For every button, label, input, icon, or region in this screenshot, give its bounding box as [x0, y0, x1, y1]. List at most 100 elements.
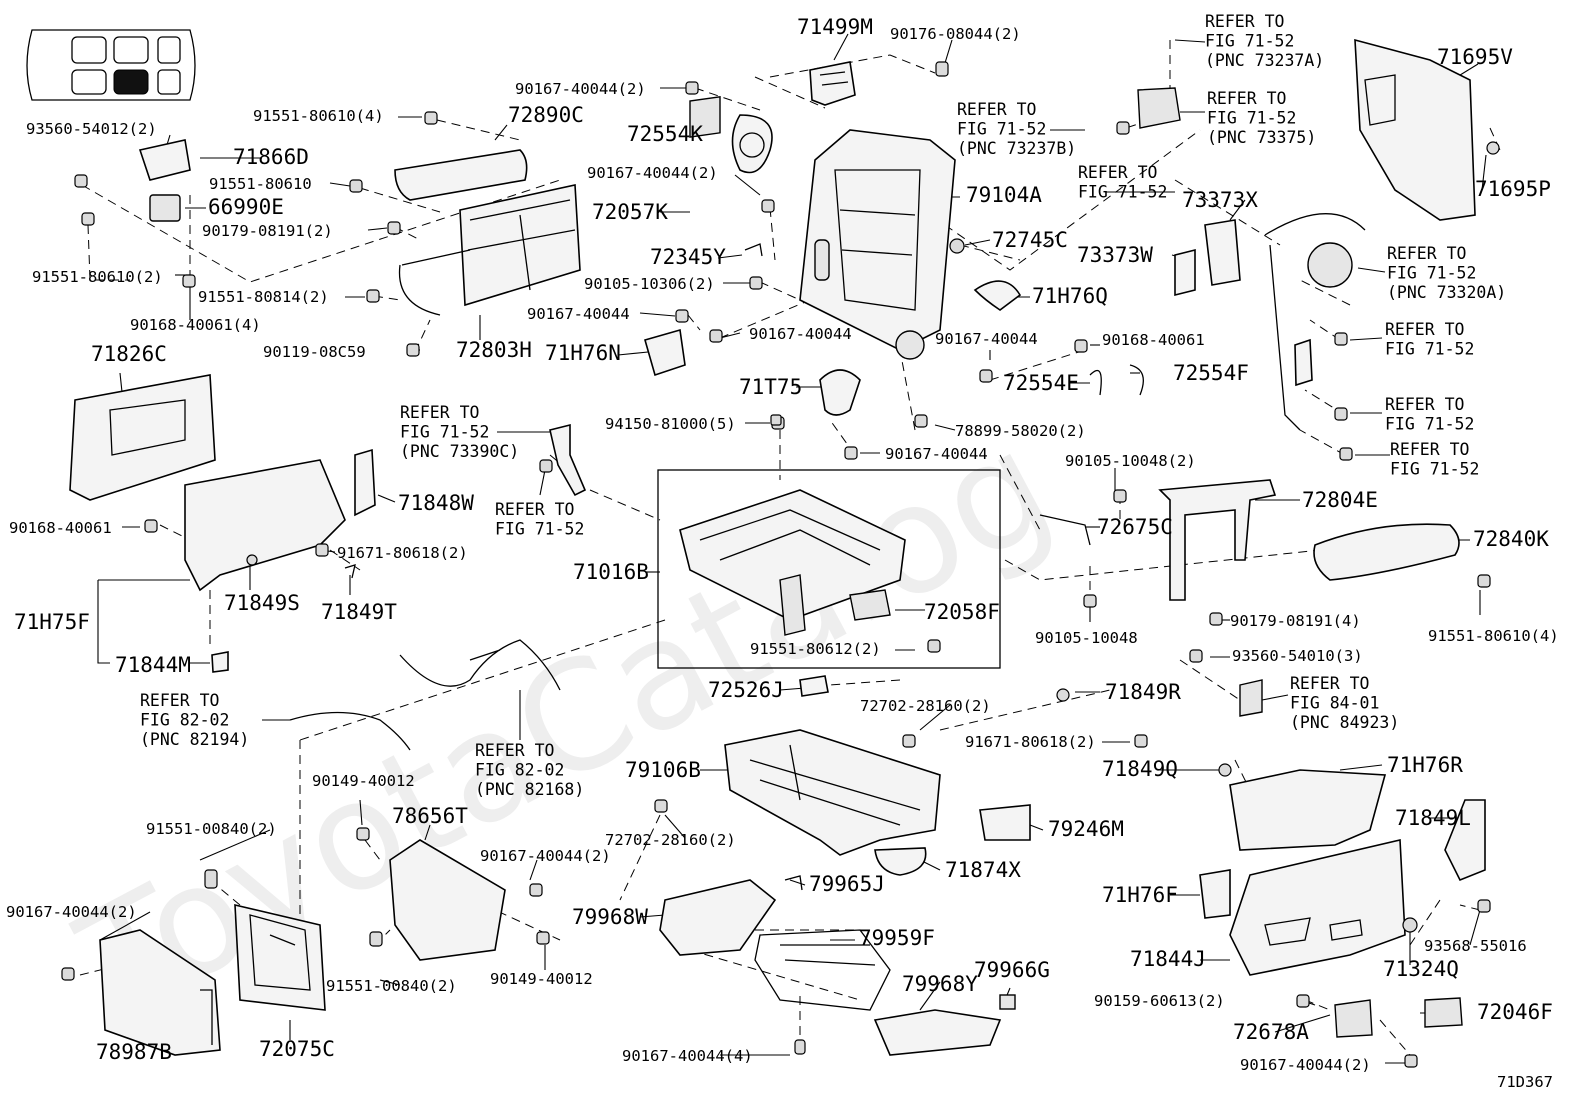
part-label-90149-40012-b: 90149-40012 [490, 970, 593, 988]
part-label-93560-54010(3): 93560-54010(3) [1232, 647, 1363, 665]
part-label-79966g: 79966G [974, 958, 1050, 982]
part-label-90167-40044-a: 90167-40044 [527, 305, 630, 323]
part-label-90167-40044(2)-a: 90167-40044(2) [515, 80, 646, 98]
part-label-71844j: 71844J [1130, 947, 1206, 971]
part-label-90176-08044(2): 90176-08044(2) [890, 25, 1021, 43]
part-label-71695v: 71695V [1437, 45, 1513, 69]
part-label-72526j: 72526J [708, 678, 784, 702]
part-label-90167-40044-d: 90167-40044 [885, 445, 988, 463]
part-label-90159-60613(2): 90159-60613(2) [1094, 992, 1225, 1010]
part-label-79106b: 79106B [625, 758, 701, 782]
part-label-72804e: 72804E [1302, 488, 1378, 512]
part-label-79968y: 79968Y [902, 972, 978, 996]
part-label-90179-08191(2): 90179-08191(2) [202, 222, 333, 240]
part-label-71h75f: 71H75F [14, 610, 90, 634]
part-label-79968w: 79968W [572, 905, 648, 929]
part-label-71499m: 71499M [797, 15, 873, 39]
part-label-91551-80814(2): 91551-80814(2) [198, 288, 329, 306]
part-label-78987b: 78987B [96, 1040, 172, 1064]
part-label-71h76q: 71H76Q [1032, 284, 1108, 308]
part-label-91671-80618(2)-a: 91671-80618(2) [337, 544, 468, 562]
figure-code: 71D367 [1497, 1073, 1553, 1091]
part-label-91551-80610(4)-b: 91551-80610(4) [1428, 627, 1559, 645]
part-label-72678a: 72678A [1233, 1020, 1309, 1044]
part-label-71h76r: 71H76R [1387, 753, 1463, 777]
part-label-72675c: 72675C [1097, 515, 1173, 539]
part-label-90167-40044(2)-e: 90167-40044(2) [1240, 1056, 1371, 1074]
part-label-71h76n: 71H76N [545, 341, 621, 365]
part-label-71t75: 71T75 [739, 375, 802, 399]
part-label-79104a: 79104A [966, 183, 1042, 207]
part-label-71016b: 71016B [573, 560, 649, 584]
part-label-72554e: 72554E [1003, 371, 1079, 395]
part-label-72058f: 72058F [924, 600, 1000, 624]
part-label-90168-40061(4): 90168-40061(4) [130, 316, 261, 334]
part-label-66990e: 66990E [208, 195, 284, 219]
part-label-91551-00840(2)-b: 91551-00840(2) [326, 977, 457, 995]
part-label-78656t: 78656T [392, 804, 468, 828]
part-label-79965j: 79965J [809, 872, 885, 896]
part-label-71h76f: 71H76F [1102, 883, 1178, 907]
part-label-90168-40061-b: 90168-40061 [9, 519, 112, 537]
part-label-72046f: 72046F [1477, 1000, 1553, 1024]
part-label-93568-55016: 93568-55016 [1424, 937, 1527, 955]
part-label-71849s: 71849S [224, 591, 300, 615]
part-label-79959f: 79959F [859, 926, 935, 950]
seat-locator-icon [26, 29, 196, 101]
part-label-72745c: 72745C [992, 228, 1068, 252]
part-label-71874x: 71874X [945, 858, 1021, 882]
part-label-90105-10306(2): 90105-10306(2) [584, 275, 715, 293]
part-label-72803h: 72803H [456, 338, 532, 362]
part-label-72075c: 72075C [259, 1037, 335, 1061]
part-label-90179-08191(4): 90179-08191(4) [1230, 612, 1361, 630]
part-label-72890c: 72890C [508, 103, 584, 127]
part-label-93560-54012(2): 93560-54012(2) [26, 120, 157, 138]
part-label-79246m: 79246M [1048, 817, 1124, 841]
part-label-90119-08c59: 90119-08C59 [263, 343, 366, 361]
part-label-71849r: 71849R [1105, 680, 1181, 704]
part-label-91671-80618(2)-b: 91671-80618(2) [965, 733, 1096, 751]
part-label-91551-80612(2): 91551-80612(2) [750, 640, 881, 658]
part-label-90167-40044-b: 90167-40044 [749, 325, 852, 343]
part-label-90167-40044(2)-b: 90167-40044(2) [587, 164, 718, 182]
part-label-72840k: 72840K [1473, 527, 1549, 551]
part-label-72702-28160(2)-b: 72702-28160(2) [605, 831, 736, 849]
part-label-72554f: 72554F [1173, 361, 1249, 385]
part-label-71695p: 71695P [1475, 177, 1551, 201]
part-label-91551-80610(2): 91551-80610(2) [32, 268, 163, 286]
part-label-71826c: 71826C [91, 342, 167, 366]
part-label-71849q: 71849Q [1102, 757, 1178, 781]
part-label-90168-40061-a: 90168-40061 [1102, 331, 1205, 349]
part-label-78899-58020(2): 78899-58020(2) [955, 422, 1086, 440]
part-label-71848w: 71848W [398, 491, 474, 515]
part-label-72057k: 72057K [592, 200, 668, 224]
part-label-90105-10048: 90105-10048 [1035, 629, 1138, 647]
part-label-73373w: 73373W [1077, 243, 1153, 267]
part-label-72345y: 72345Y [650, 245, 726, 269]
part-label-94150-81000(5): 94150-81000(5) [605, 415, 736, 433]
part-label-91551-80610(4)-a: 91551-80610(4) [253, 107, 384, 125]
part-label-90167-40044(2)-c: 90167-40044(2) [480, 847, 611, 865]
part-label-71849t: 71849T [321, 600, 397, 624]
part-label-72702-28160(2)-a: 72702-28160(2) [860, 697, 991, 715]
part-label-71324q: 71324Q [1383, 957, 1459, 981]
part-label-71844m: 71844M [115, 653, 191, 677]
part-label-91551-00840(2)-a: 91551-00840(2) [146, 820, 277, 838]
leader-lines [97, 33, 1487, 1064]
part-label-71849l: 71849L [1395, 806, 1471, 830]
